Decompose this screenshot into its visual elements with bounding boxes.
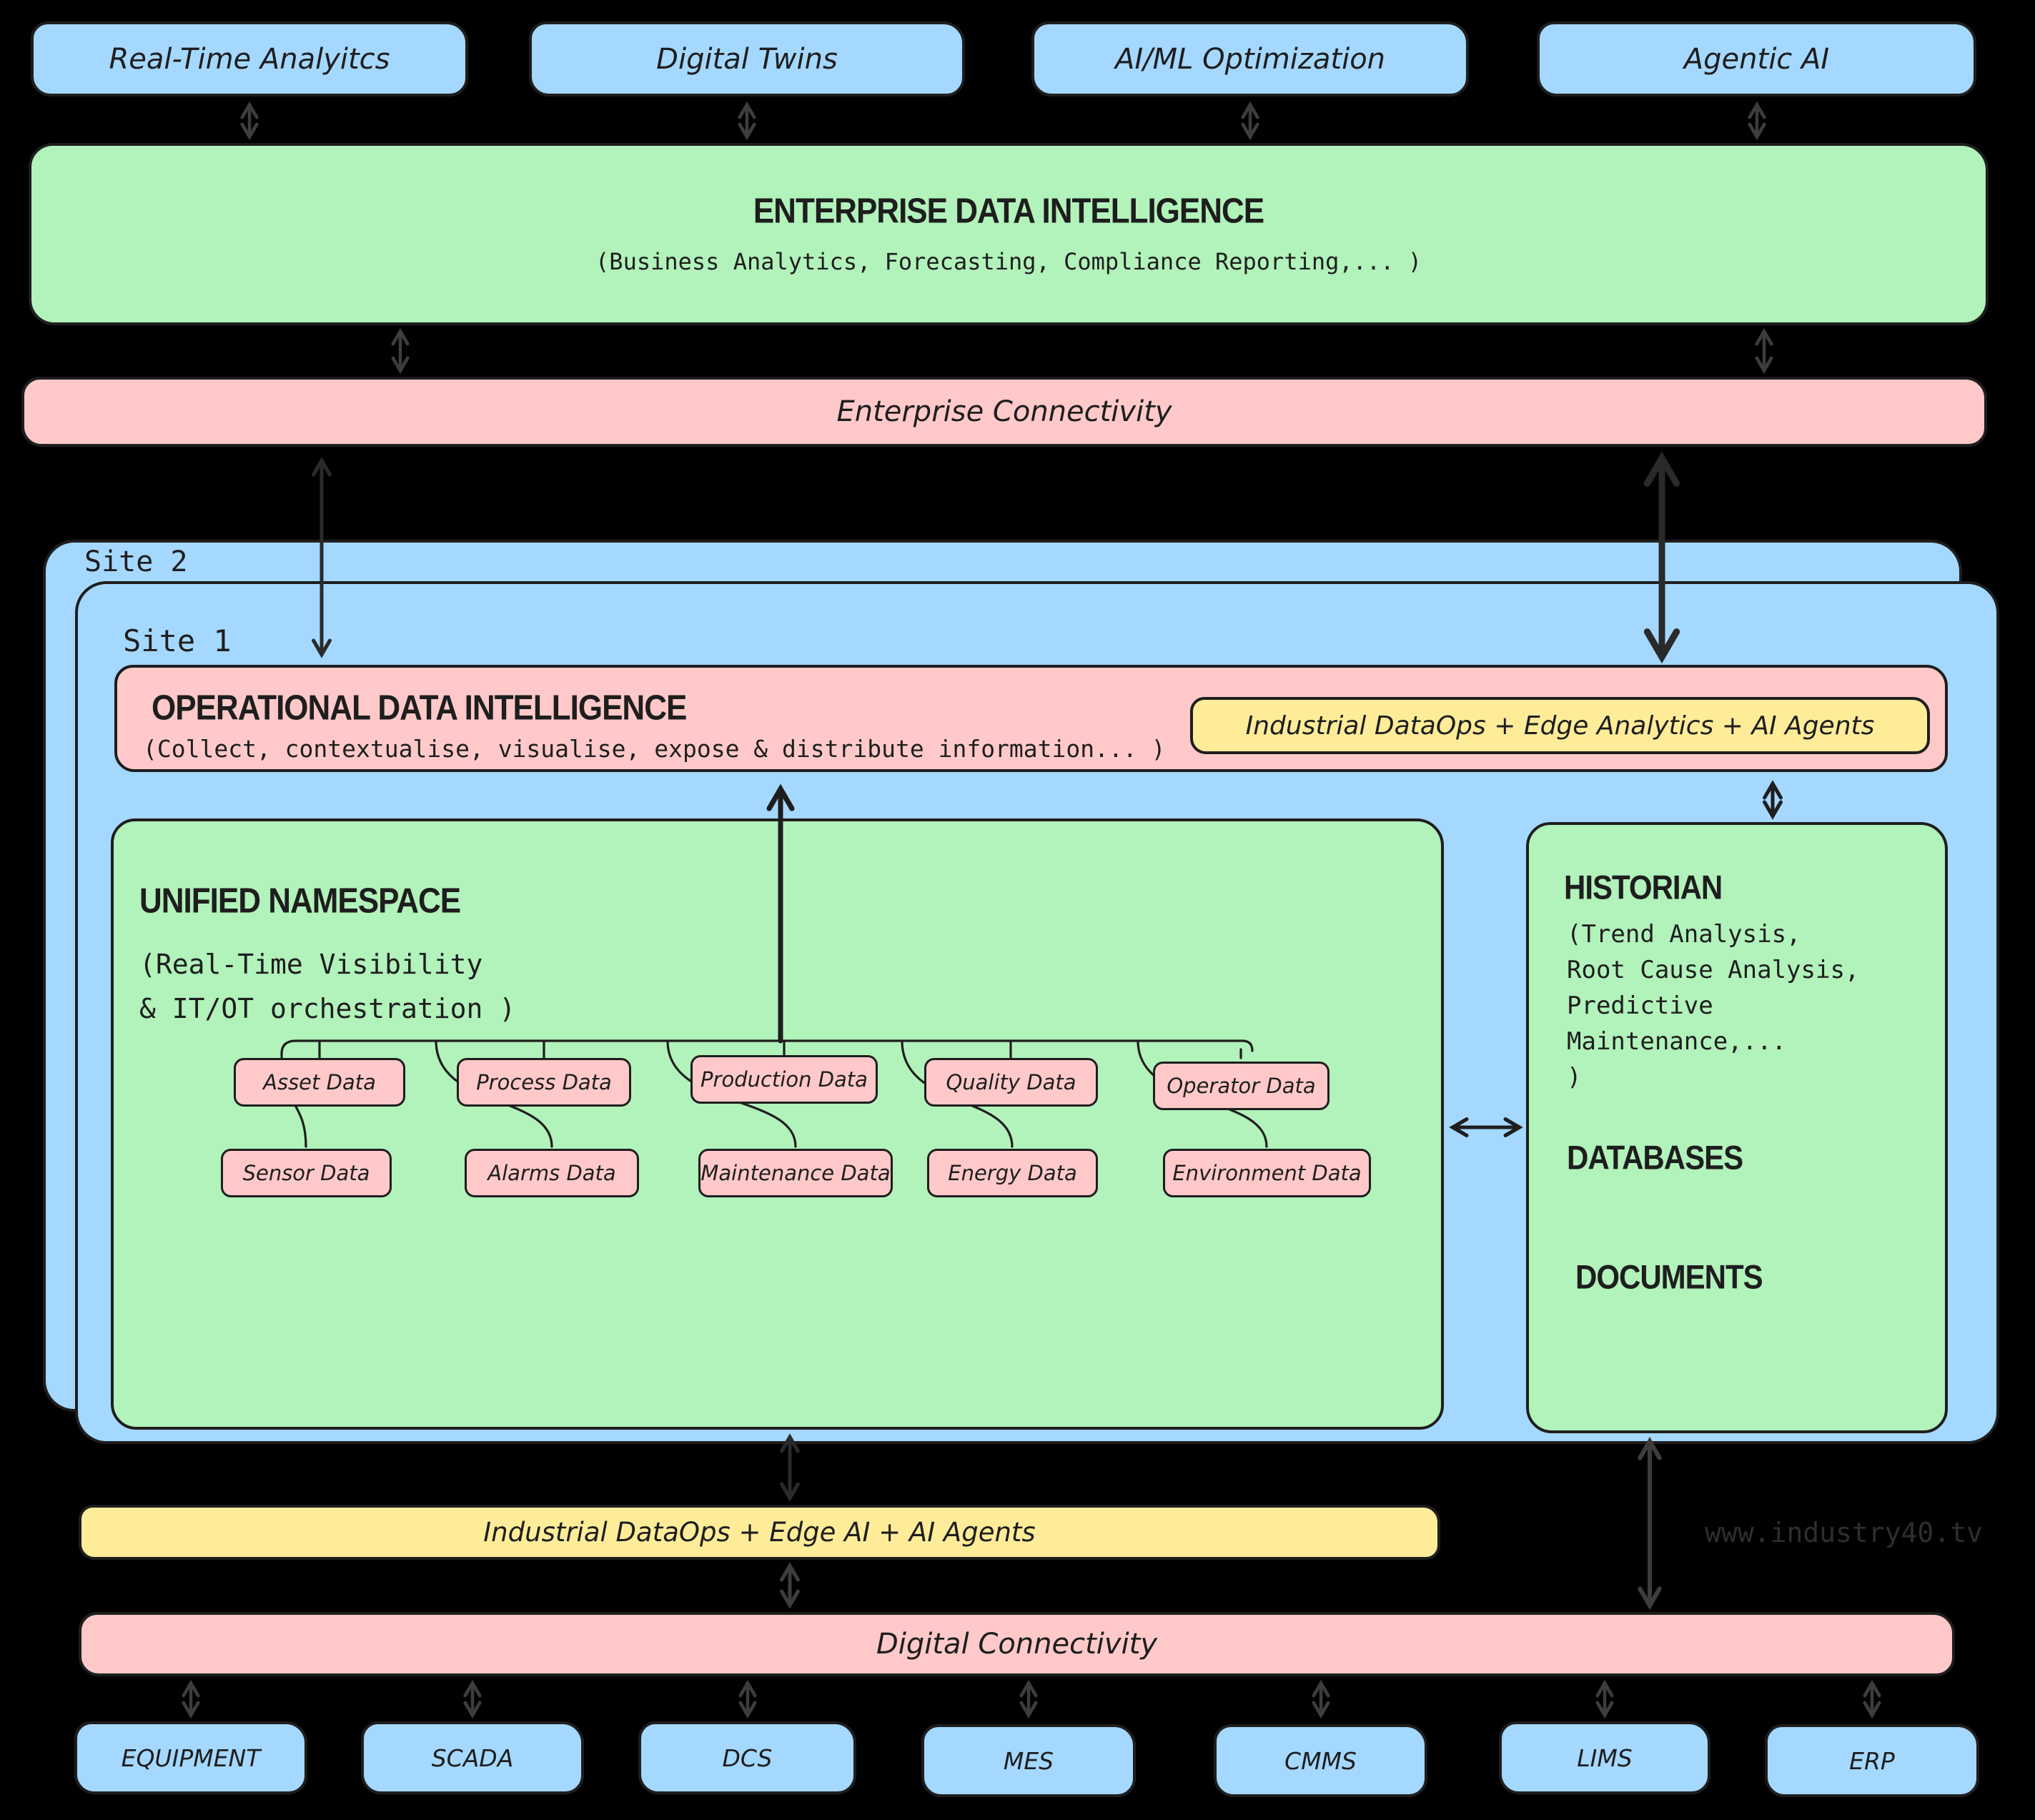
node-maintenance-data-label: Maintenance Data <box>700 1161 891 1185</box>
bar-digital-connectivity: Digital Connectivity <box>79 1612 1955 1676</box>
node-scada-label: SCADA <box>431 1744 514 1772</box>
node-maintenance-data: Maintenance Data <box>698 1149 893 1197</box>
historian-line-5: ) <box>1567 1063 1582 1092</box>
uns-subtitle-line1: (Real-Time Visibility <box>139 949 483 980</box>
node-digital-twins-label: Digital Twins <box>656 42 838 76</box>
odi-subtitle: (Collect, contextualise, visualise, expo… <box>143 735 1166 763</box>
node-energy-data: Energy Data <box>927 1149 1098 1197</box>
node-production-data-label: Production Data <box>700 1067 868 1092</box>
bar-digital-connectivity-label: Digital Connectivity <box>876 1628 1158 1661</box>
historian-databases-label: DATABASES <box>1567 1139 1743 1177</box>
site1-label: Site 1 <box>123 623 232 658</box>
historian-line-2: Root Cause Analysis, <box>1567 956 1860 984</box>
bar-industrial-dataops-edge-ai-label: Industrial DataOps + Edge AI + AI Agents <box>483 1517 1036 1548</box>
historian-title: HISTORIAN <box>1564 869 1723 906</box>
historian-line-1: (Trend Analysis, <box>1567 920 1801 949</box>
uns-title: UNIFIED NAMESPACE <box>139 881 461 921</box>
site2-label: Site 2 <box>84 545 188 578</box>
node-agentic-ai-label: Agentic AI <box>1683 42 1830 76</box>
node-environment-data: Environment Data <box>1163 1149 1371 1197</box>
node-alarms-data: Alarms Data <box>465 1149 639 1197</box>
node-erp: ERP <box>1765 1724 1979 1797</box>
node-process-data: Process Data <box>457 1058 631 1107</box>
node-alarms-data-label: Alarms Data <box>487 1161 616 1185</box>
node-asset-data: Asset Data <box>234 1058 405 1107</box>
node-equipment-label: EQUIPMENT <box>121 1744 261 1772</box>
historian-line-4: Maintenance,... <box>1567 1027 1787 1056</box>
node-operator-data-label: Operator Data <box>1167 1074 1316 1098</box>
node-asset-data-label: Asset Data <box>263 1070 376 1094</box>
node-digital-twins: Digital Twins <box>529 21 965 97</box>
node-agentic-ai: Agentic AI <box>1537 21 1976 97</box>
bar-industrial-dataops-edge-ai: Industrial DataOps + Edge AI + AI Agents <box>79 1505 1440 1560</box>
node-equipment: EQUIPMENT <box>74 1721 307 1794</box>
node-mes: MES <box>921 1724 1136 1797</box>
historian-documents-label: DOCUMENTS <box>1575 1258 1763 1296</box>
node-mes-label: MES <box>1003 1746 1054 1775</box>
node-production-data: Production Data <box>690 1055 878 1104</box>
node-ai-ml-optimization: AI/ML Optimization <box>1031 21 1469 97</box>
node-quality-data: Quality Data <box>924 1058 1098 1107</box>
uns-subtitle-line2: & IT/OT orchestration ) <box>139 993 516 1024</box>
node-cmms: CMMS <box>1214 1724 1427 1797</box>
node-lims-label: LIMS <box>1577 1744 1633 1772</box>
enterprise-subtitle: (Business Analytics, Forecasting, Compli… <box>595 247 1422 275</box>
enterprise-title: ENTERPRISE DATA INTELLIGENCE <box>753 191 1264 231</box>
historian-subtitle: (Trend Analysis, Root Cause Analysis, Pr… <box>1567 916 1859 1095</box>
node-sensor-data-label: Sensor Data <box>242 1161 370 1185</box>
node-historian <box>1526 822 1948 1433</box>
uns-subtitle: (Real-Time Visibility & IT/OT orchestrat… <box>139 942 515 1031</box>
node-erp-label: ERP <box>1849 1746 1895 1775</box>
node-energy-data-label: Energy Data <box>948 1161 1077 1185</box>
node-environment-data-label: Environment Data <box>1172 1161 1362 1185</box>
node-dcs: DCS <box>638 1721 856 1794</box>
historian-line-3: Predictive <box>1567 991 1713 1020</box>
node-scada: SCADA <box>361 1721 584 1794</box>
badge-industrial-dataops-edge-analytics-label: Industrial DataOps + Edge Analytics + AI… <box>1245 711 1875 741</box>
badge-industrial-dataops-edge-analytics: Industrial DataOps + Edge Analytics + AI… <box>1190 697 1930 754</box>
watermark-text: www.industry40.tv <box>1705 1517 1983 1548</box>
node-process-data-label: Process Data <box>476 1070 612 1094</box>
node-real-time-analytics: Real-Time Analyitcs <box>31 21 468 97</box>
node-ai-ml-optimization-label: AI/ML Optimization <box>1114 42 1386 76</box>
node-dcs-label: DCS <box>722 1744 773 1772</box>
node-cmms-label: CMMS <box>1284 1746 1357 1775</box>
node-enterprise-data-intelligence: ENTERPRISE DATA INTELLIGENCE (Business A… <box>29 143 1989 325</box>
odi-title: OPERATIONAL DATA INTELLIGENCE <box>152 688 687 728</box>
bar-enterprise-connectivity-label: Enterprise Connectivity <box>836 395 1172 428</box>
node-lims: LIMS <box>1499 1721 1710 1794</box>
node-sensor-data: Sensor Data <box>221 1149 392 1197</box>
node-operator-data: Operator Data <box>1153 1062 1330 1110</box>
node-real-time-analytics-label: Real-Time Analyitcs <box>109 42 390 76</box>
bar-enterprise-connectivity: Enterprise Connectivity <box>21 377 1987 447</box>
node-quality-data-label: Quality Data <box>946 1070 1076 1094</box>
